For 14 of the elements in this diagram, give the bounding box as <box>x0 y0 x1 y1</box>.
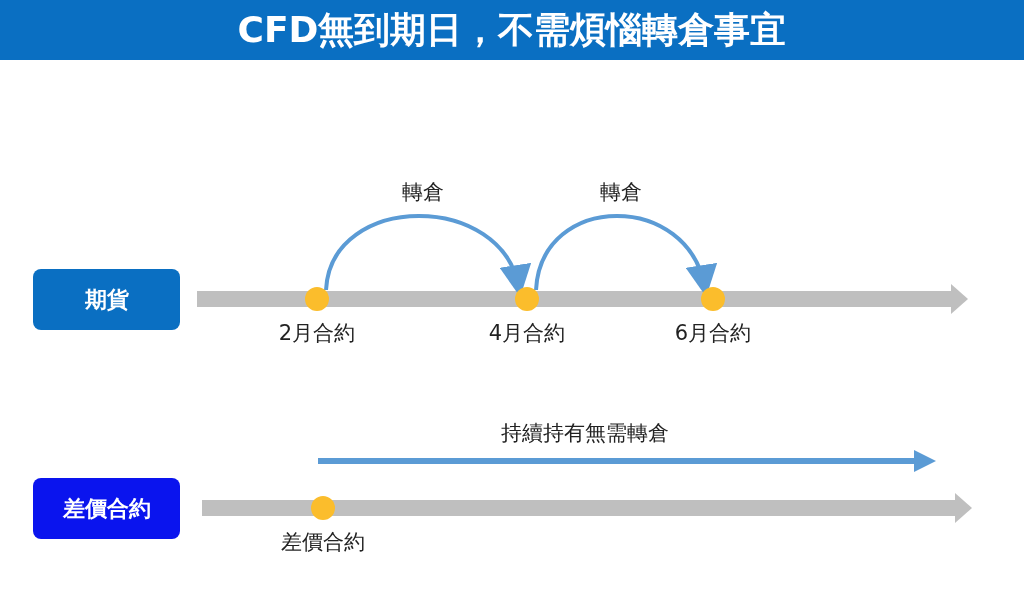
label-box: 期貨 <box>33 269 180 330</box>
timeline-dot <box>515 287 539 311</box>
label-box: 差價合約 <box>33 478 180 539</box>
timeline-dot <box>701 287 725 311</box>
title-bar: CFD無到期日，不需煩惱轉倉事宜 <box>0 0 1024 60</box>
dot-label: 6月合約 <box>673 320 753 347</box>
timeline-dot <box>311 496 335 520</box>
edge-label: 轉倉 <box>400 179 445 206</box>
arrow-label: 持續持有無需轉倉 <box>500 420 670 447</box>
timeline-dot <box>305 287 329 311</box>
dot-label: 差價合約 <box>280 529 366 556</box>
edge-label: 轉倉 <box>598 179 643 206</box>
dot-label: 2月合約 <box>277 320 357 347</box>
dot-label: 4月合約 <box>487 320 567 347</box>
